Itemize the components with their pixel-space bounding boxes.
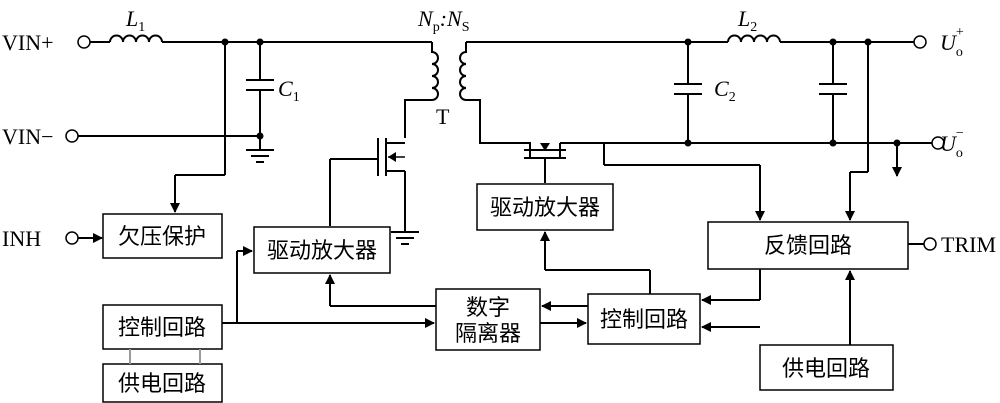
- uo-minus-label: Uo−: [940, 126, 964, 161]
- inh-terminal[interactable]: [65, 231, 79, 245]
- power-right-label: 供电回路: [782, 357, 870, 382]
- secondary-driver-label: 驱动放大器: [490, 196, 600, 221]
- c1-label: C1: [278, 76, 300, 105]
- feedback-label: 反馈回路: [764, 234, 852, 259]
- secondary-body-arrow: [540, 143, 550, 151]
- secondary-winding: [459, 42, 531, 150]
- junction-dot: [829, 139, 837, 147]
- signal-connections: [129, 231, 855, 364]
- transformer-label: T: [436, 104, 450, 129]
- primary-winding: [404, 42, 439, 138]
- uo-minus-terminal[interactable]: [931, 136, 945, 150]
- l2-label: L2: [737, 6, 757, 35]
- control-left-label: 控制回路: [118, 316, 206, 341]
- isolator-label-line1: 数字: [466, 296, 510, 321]
- body-arrow: [388, 152, 396, 162]
- control-right-label: 控制回路: [600, 308, 688, 333]
- vin-minus-label: VIN−: [2, 124, 54, 149]
- trim-terminal[interactable]: [923, 237, 937, 251]
- primary-driver-label: 驱动放大器: [267, 239, 377, 264]
- junction-dot: [256, 132, 264, 140]
- junction-dot: [684, 139, 692, 147]
- transformer: [404, 42, 531, 150]
- secondary-mosfet: [524, 142, 932, 183]
- secondary-driver-block: 驱动放大器: [476, 183, 614, 231]
- uo-plus-terminal[interactable]: [913, 35, 927, 49]
- power-right-block: 供电回路: [759, 344, 894, 391]
- undervoltage-protection-block: 欠压保护: [102, 213, 223, 259]
- primary-mosfet: [329, 138, 406, 232]
- l1-label: L1: [125, 6, 145, 35]
- primary-driver-block: 驱动放大器: [253, 226, 391, 274]
- isolator-label-line2: 隔离器: [455, 322, 521, 347]
- turns-ratio-label: Np:NS: [417, 6, 470, 35]
- trim-label: TRIM: [941, 232, 996, 257]
- feedback-block: 反馈回路: [707, 221, 909, 270]
- c2-label: C2: [714, 76, 736, 105]
- ground-symbol-primary: [391, 231, 419, 245]
- uo-plus-label: Uo+: [940, 25, 964, 60]
- l1-inductor: [109, 34, 163, 43]
- undervoltage-label: 欠压保护: [118, 225, 206, 250]
- power-left-block: 供电回路: [102, 363, 223, 403]
- l2-inductor: [727, 34, 781, 43]
- digital-isolator-block: 数字 隔离器: [435, 288, 541, 351]
- vin-minus-terminal[interactable]: [65, 129, 79, 143]
- output-side: [466, 34, 914, 221]
- input-side: [78, 34, 432, 243]
- control-left-block: 控制回路: [102, 304, 223, 350]
- inh-label: INH: [2, 226, 41, 251]
- ground-symbol-input: [246, 149, 274, 163]
- power-left-label: 供电回路: [118, 372, 206, 397]
- vin-plus-label: VIN+: [2, 30, 54, 55]
- control-right-block: 控制回路: [587, 293, 701, 345]
- vin-plus-terminal[interactable]: [77, 35, 91, 49]
